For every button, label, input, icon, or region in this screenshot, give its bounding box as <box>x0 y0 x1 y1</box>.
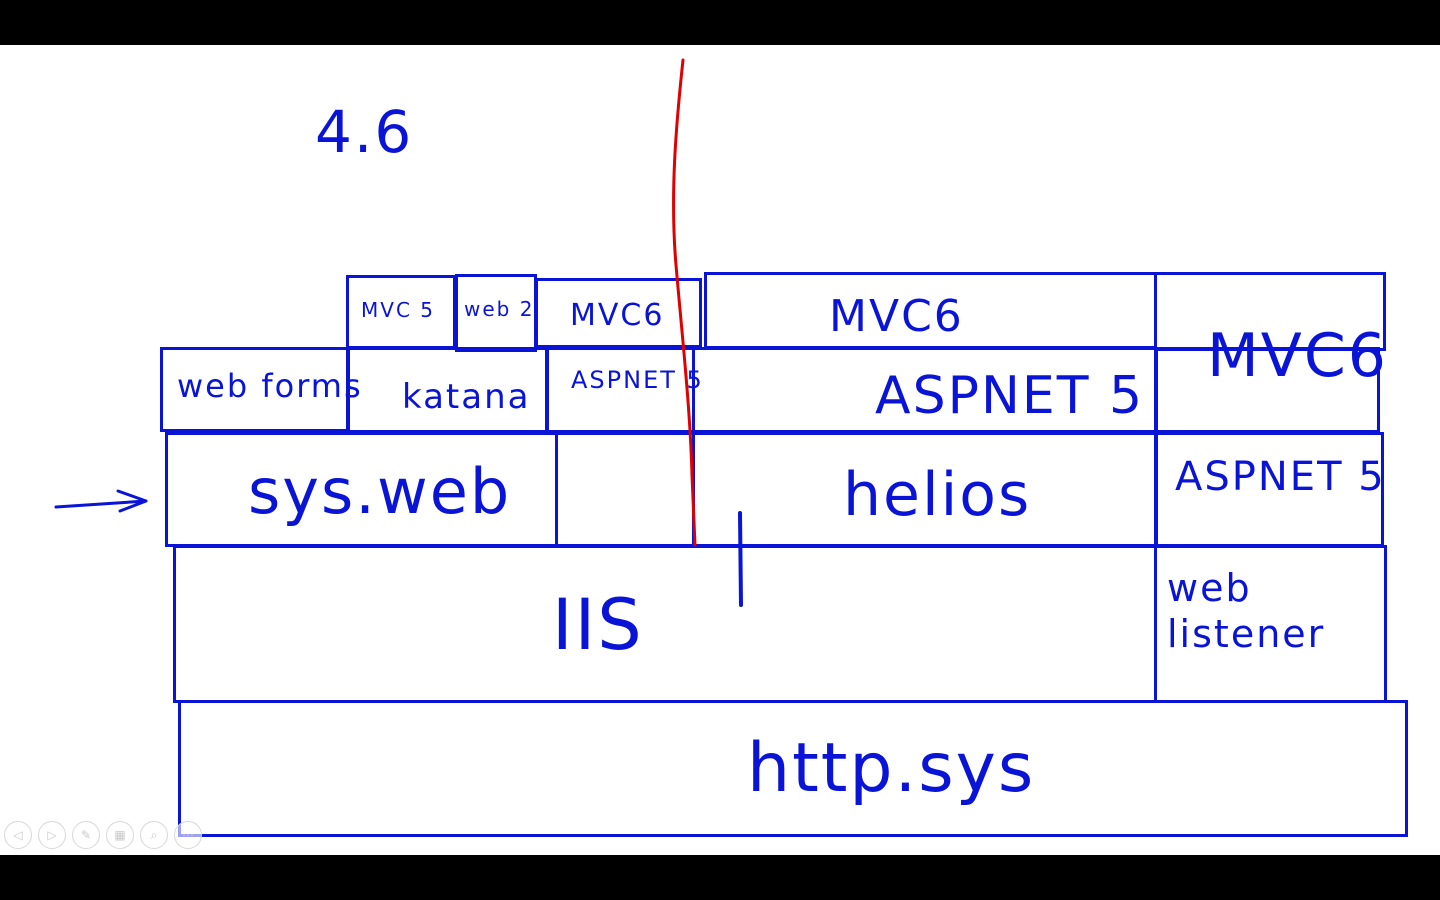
label-weblistener: web listener <box>1167 566 1326 656</box>
ink-annotations <box>54 58 743 607</box>
label-katana: katana <box>402 377 531 417</box>
letterbox-bottom <box>0 855 1440 900</box>
more-options-button[interactable]: ⋯ <box>174 821 202 849</box>
see-all-slides-button[interactable]: ▦ <box>106 821 134 849</box>
slide-canvas: 4.6 MVC 5 web 2 MVC6 MVC6 web forms kata… <box>0 45 1440 855</box>
box-mvc6-left: MVC6 <box>535 278 702 348</box>
box-weblistener: web listener <box>1154 545 1387 703</box>
label-helios: helios <box>843 460 1032 530</box>
next-slide-button[interactable]: ▷ <box>38 821 66 849</box>
presenter-controls: ◁ ▷ ✎ ▦ ⌕ ⋯ <box>4 821 202 851</box>
label-web2: web 2 <box>464 297 535 321</box>
box-aspnet5-center: ASPNET 5 <box>692 347 1158 433</box>
prev-slide-button[interactable]: ◁ <box>4 821 32 849</box>
label-sysweb: sys.web <box>248 455 512 528</box>
label-aspnet5-right: ASPNET 5 <box>1175 454 1386 500</box>
box-katana: katana <box>347 347 548 433</box>
arrow-stroke <box>54 489 148 513</box>
pen-tick-stroke <box>738 511 743 607</box>
letterbox-top <box>0 0 1440 45</box>
sysweb-divider <box>555 435 558 547</box>
label-aspnet5-center: ASPNET 5 <box>875 366 1145 426</box>
label-iis: IIS <box>552 584 644 666</box>
zoom-button[interactable]: ⌕ <box>140 821 168 849</box>
box-webforms: web forms <box>160 347 361 432</box>
red-divider-stroke <box>672 58 697 547</box>
label-webforms: web forms <box>177 367 363 405</box>
label-mvc6-center: MVC6 <box>829 291 964 342</box>
label-httpsys: http.sys <box>747 729 1036 808</box>
pen-tool-button[interactable]: ✎ <box>72 821 100 849</box>
label-mvc5: MVC 5 <box>361 298 435 322</box>
label-aspnet5-left: ASPNET 5 <box>571 366 704 394</box>
label-mvc6-right: MVC6 <box>1207 321 1388 391</box>
box-mvc6-right-row2: MVC6 <box>1154 326 1386 433</box>
box-aspnet5-left: ASPNET 5 <box>546 347 702 433</box>
label-mvc6-left: MVC6 <box>570 298 665 333</box>
box-httpsys: http.sys <box>178 700 1408 837</box>
version-note: 4.6 <box>315 98 414 166</box>
